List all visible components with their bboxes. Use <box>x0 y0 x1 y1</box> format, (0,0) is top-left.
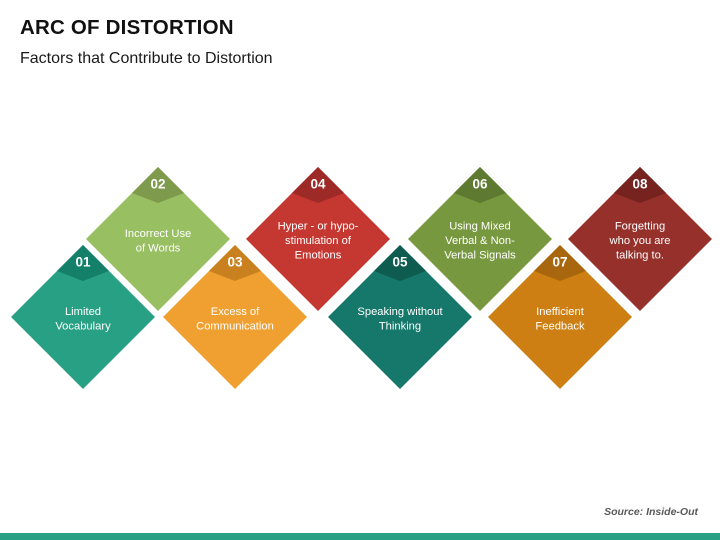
diamond-number-badge <box>292 167 344 203</box>
diamond-number-badge <box>534 245 586 281</box>
diamond-number-badge <box>57 245 109 281</box>
diamond-body[interactable] <box>328 245 472 389</box>
page-subtitle: Factors that Contribute to Distortion <box>20 49 273 67</box>
source-credit: Source: Inside-Out <box>604 506 698 518</box>
slide-header: ARC OF DISTORTION Factors that Contribut… <box>20 16 700 69</box>
diamond-body[interactable] <box>86 167 230 311</box>
diamond-number-text: 07 <box>552 255 567 270</box>
diamond-number-text: 05 <box>392 255 408 270</box>
diamond-number-text: 06 <box>472 177 488 192</box>
diamond-number-text: 01 <box>75 255 91 270</box>
diamond-body[interactable] <box>568 167 712 311</box>
diamond-number-text: 04 <box>310 177 326 192</box>
diamond-number-badge <box>614 167 666 203</box>
diamond-number-text: 08 <box>632 177 648 192</box>
diamond-body[interactable] <box>11 245 155 389</box>
page-title: ARC OF DISTORTION <box>20 16 234 39</box>
diamond-body[interactable] <box>488 245 632 389</box>
diamond-number-badge <box>209 245 261 281</box>
diamond-number-badge <box>374 245 426 281</box>
diamond-number-badge <box>132 167 184 203</box>
diamond-number-text: 03 <box>227 255 243 270</box>
footer-accent-bar <box>0 533 720 540</box>
diamond-body[interactable] <box>246 167 390 311</box>
diamond-body[interactable] <box>163 245 307 389</box>
diamond-body[interactable] <box>408 167 552 311</box>
diamond-number-text: 02 <box>150 177 165 192</box>
diamond-number-badge <box>454 167 506 203</box>
